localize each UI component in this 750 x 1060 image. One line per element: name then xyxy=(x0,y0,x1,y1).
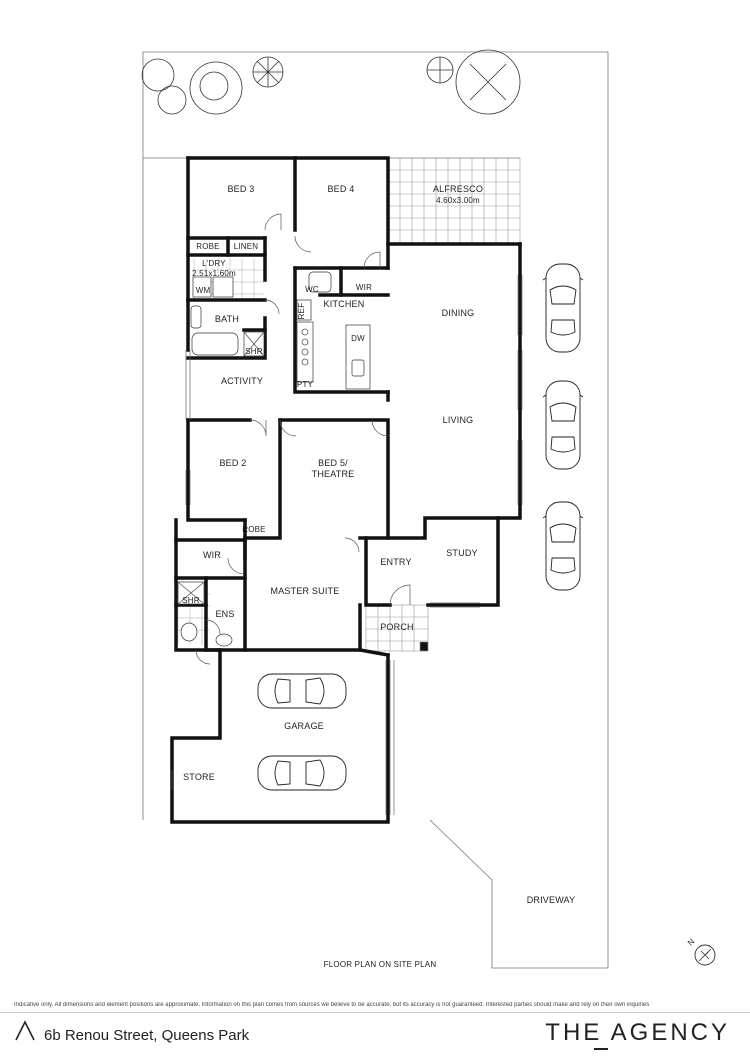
room-laundry-size: 2.51x1.60m xyxy=(192,269,236,278)
room-dw: DW xyxy=(351,334,365,343)
room-bed5-theatre: THEATRE xyxy=(312,469,355,479)
footer-divider xyxy=(0,1012,750,1013)
brand-wordmark: THE AGENCY xyxy=(545,1019,730,1046)
porch-paving xyxy=(365,604,429,652)
compass-label: N xyxy=(686,937,697,948)
exterior-walls xyxy=(170,156,522,824)
room-dining: DINING xyxy=(442,308,475,318)
room-ref: REF xyxy=(297,303,306,320)
room-living: LIVING xyxy=(443,415,474,425)
room-bed5: BED 5/ xyxy=(318,458,348,468)
room-wir-2: WIR xyxy=(203,550,221,560)
room-wm: WM xyxy=(196,286,211,295)
interior-walls xyxy=(174,236,390,652)
tree-icon xyxy=(141,49,521,115)
room-master-suite: MASTER SUITE xyxy=(271,586,340,596)
room-bed4: BED 4 xyxy=(327,184,354,194)
room-shr-1: SHR xyxy=(245,347,263,356)
property-address: 6b Renou Street, Queens Park xyxy=(44,1027,250,1044)
room-kitchen: KITCHEN xyxy=(324,299,365,309)
room-wc: WC xyxy=(305,285,319,294)
car-icon xyxy=(257,263,584,791)
room-ens: ENS xyxy=(215,609,234,619)
site-boundary xyxy=(142,51,609,969)
room-study: STUDY xyxy=(446,548,478,558)
room-bed2: BED 2 xyxy=(219,458,246,468)
compass-icon: N xyxy=(686,937,716,966)
floor-plan: N BED 3 BED 4 ALFRESCO 4.60x3.00m ROBE L… xyxy=(141,49,716,969)
room-bed3: BED 3 xyxy=(227,184,254,194)
room-garage: GARAGE xyxy=(284,721,324,731)
room-entry: ENTRY xyxy=(380,557,411,567)
room-wir-1: WIR xyxy=(356,283,372,292)
room-robe-2: ROBE xyxy=(242,525,265,534)
disclaimer-text: Indicative only. All dimensions and elem… xyxy=(14,1002,650,1008)
room-activity: ACTIVITY xyxy=(221,376,263,386)
room-laundry: L'DRY xyxy=(202,259,226,268)
agency-logo-icon xyxy=(15,1020,35,1041)
windows xyxy=(185,275,523,815)
room-bath: BATH xyxy=(215,314,239,324)
room-pty: PTY xyxy=(297,380,314,389)
room-porch: PORCH xyxy=(380,622,414,632)
room-linen: LINEN xyxy=(234,242,259,251)
room-store: STORE xyxy=(183,772,215,782)
room-alfresco-size: 4.60x3.00m xyxy=(436,196,480,205)
fixtures xyxy=(177,271,371,647)
door-swings xyxy=(171,213,411,790)
room-robe-1: ROBE xyxy=(196,242,219,251)
plan-caption: FLOOR PLAN ON SITE PLAN xyxy=(324,960,437,969)
brand-underline xyxy=(594,1048,608,1050)
label-driveway: DRIVEWAY xyxy=(527,895,576,905)
room-shr-2: SHR xyxy=(182,596,200,605)
room-labels: BED 3 BED 4 ALFRESCO 4.60x3.00m ROBE LIN… xyxy=(182,184,575,969)
room-alfresco: ALFRESCO xyxy=(433,184,483,194)
